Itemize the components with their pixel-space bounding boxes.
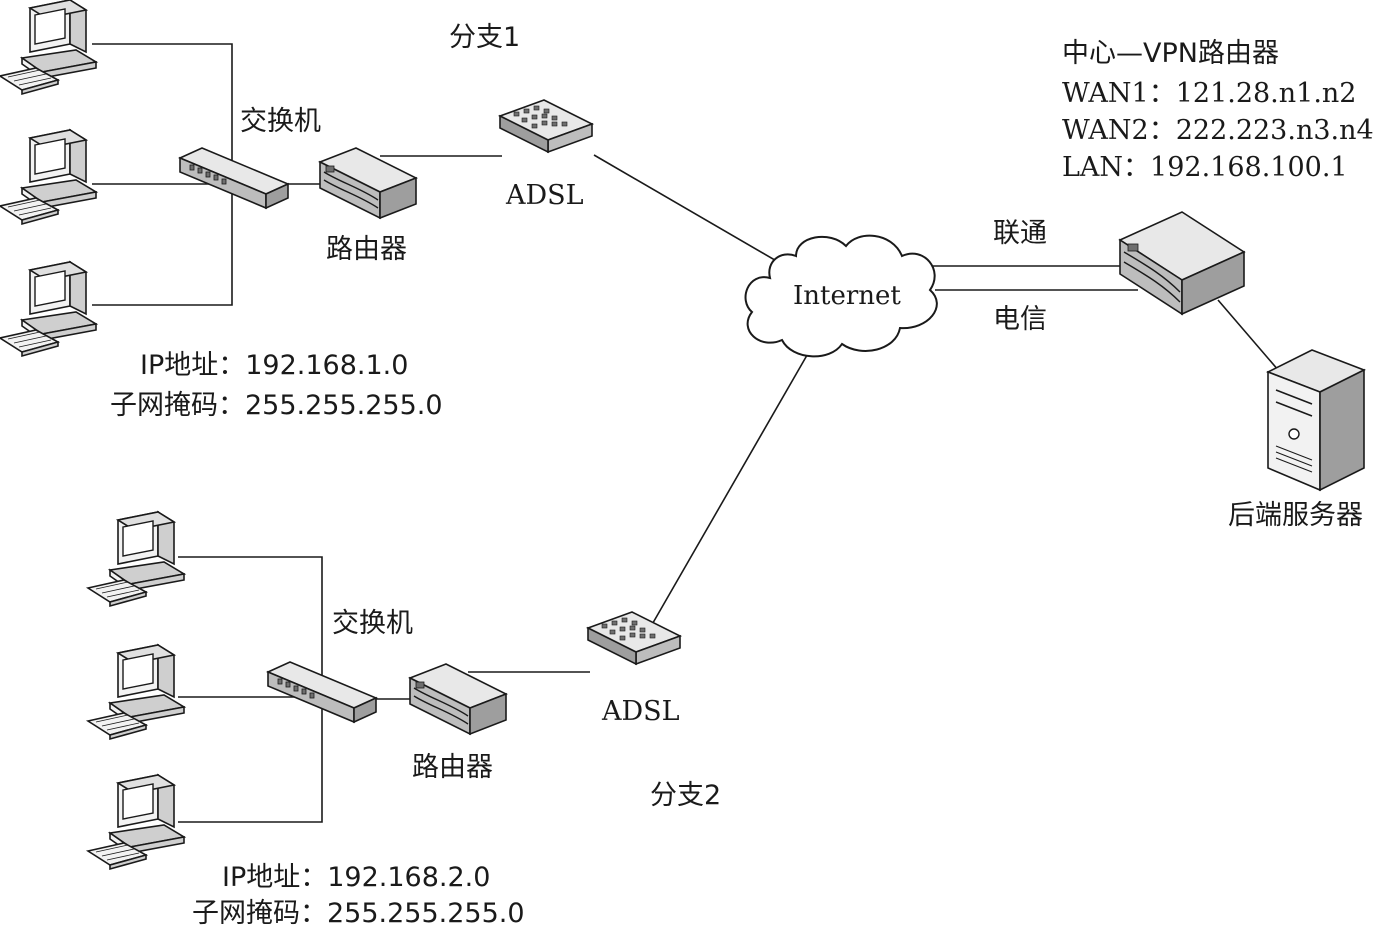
- branch1-switch-icon: [179, 147, 289, 209]
- branch2-mask-line: 子网掩码：255.255.255.0: [192, 898, 525, 929]
- branch1-adsl-label: ADSL: [506, 180, 584, 211]
- branch1-switch-label: 交换机: [240, 106, 321, 137]
- branch2-adsl-icon: [587, 611, 681, 665]
- server-label: 后端服务器: [1228, 500, 1363, 531]
- branch2-router-icon: [409, 663, 507, 735]
- center-wan1: WAN1：121.28.n1.n2: [1062, 78, 1357, 109]
- branch2-pc-3: [87, 774, 185, 870]
- branch2-router-label: 路由器: [412, 752, 493, 783]
- center-wan2: WAN2：222.223.n3.n4: [1062, 115, 1374, 146]
- isp-telecom-label: 电信: [993, 304, 1047, 335]
- branch2-ip-line: IP地址：192.168.2.0: [222, 862, 491, 893]
- branch1-pc-1: [0, 0, 97, 95]
- internet-cloud-icon: [744, 234, 938, 358]
- branch1-adsl-icon: [499, 99, 593, 153]
- branch1-title: 分支1: [449, 22, 521, 53]
- branch2-title: 分支2: [650, 780, 722, 811]
- branch2-switch-label: 交换机: [332, 608, 413, 639]
- branch1-mask-line: 子网掩码：255.255.255.0: [110, 390, 443, 421]
- branch1-router-icon: [319, 147, 417, 219]
- center-lan: LAN：192.168.100.1: [1062, 152, 1348, 183]
- branch2-adsl-label: ADSL: [602, 696, 680, 727]
- branch2-pc-2: [87, 644, 185, 740]
- center-title: 中心—VPN路由器: [1062, 38, 1279, 69]
- branch1-pc-2: [0, 129, 97, 225]
- internet-label: Internet: [793, 281, 901, 311]
- server-icon: [1266, 349, 1366, 492]
- branch2-pc-1: [87, 511, 185, 607]
- center-wires: [905, 265, 1286, 379]
- branch1-pc-3: [0, 261, 97, 357]
- branch1-ip-line: IP地址：192.168.1.0: [140, 350, 409, 381]
- isp-unicom-label: 联通: [993, 218, 1047, 249]
- center-vpn-router-icon: [1118, 211, 1246, 316]
- branch1-router-label: 路由器: [326, 234, 407, 265]
